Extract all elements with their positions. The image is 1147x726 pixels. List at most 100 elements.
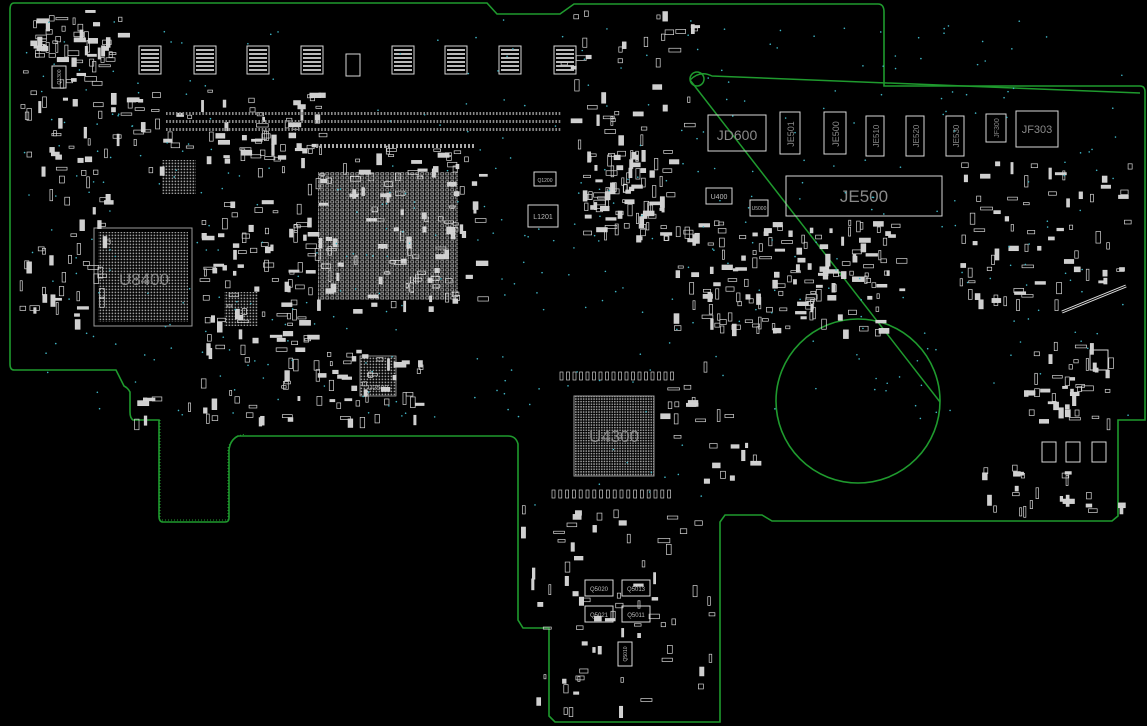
via — [238, 175, 241, 177]
smd-part — [133, 138, 137, 146]
pad-row — [228, 120, 231, 123]
smd-part — [1016, 299, 1020, 311]
smd-part — [407, 170, 420, 175]
smd-part — [532, 567, 536, 580]
smd-part — [604, 129, 616, 134]
pad-row — [430, 120, 432, 123]
pad-row — [416, 144, 418, 148]
via — [843, 27, 846, 30]
smd-part — [1069, 224, 1074, 230]
smd-part — [788, 230, 793, 237]
smd-part — [579, 668, 589, 674]
pad-row — [372, 144, 374, 148]
smd-part — [1085, 503, 1093, 508]
smd-part — [875, 306, 880, 312]
pad-row — [321, 112, 323, 115]
via — [1008, 245, 1010, 248]
smd-part — [629, 159, 634, 169]
smd-part — [1068, 364, 1073, 370]
smd-part — [821, 318, 827, 330]
smd-part — [159, 166, 165, 176]
pad-row — [352, 144, 354, 148]
smd-part — [582, 597, 591, 603]
pad-row — [376, 144, 378, 148]
smd-part — [563, 707, 568, 715]
smd-part — [553, 530, 565, 534]
smd-part — [663, 149, 673, 154]
via — [177, 409, 180, 412]
smd-part — [878, 328, 890, 334]
smd-part — [679, 528, 688, 534]
via — [188, 287, 191, 290]
pad-row — [532, 112, 534, 115]
smd-part — [317, 373, 327, 378]
smd-part — [631, 152, 637, 160]
pad-row — [222, 112, 224, 115]
via — [233, 389, 236, 391]
via — [507, 408, 509, 411]
via — [1095, 169, 1098, 172]
fet-q1300: Q1300 — [51, 65, 67, 89]
via — [218, 296, 221, 299]
pad-row — [238, 120, 241, 123]
smd-part — [474, 218, 487, 223]
smd-part — [1064, 376, 1070, 387]
smd-part — [429, 295, 433, 303]
smd-part — [213, 263, 225, 267]
via — [697, 170, 699, 173]
smd-part — [692, 300, 696, 310]
via — [1024, 263, 1027, 266]
smd-part — [597, 645, 602, 655]
via — [401, 230, 404, 233]
smd-part — [758, 243, 763, 252]
pad-row — [248, 120, 251, 123]
smd-part — [1092, 362, 1097, 372]
via — [648, 491, 651, 493]
pad-row — [172, 128, 175, 131]
smd-part — [343, 360, 352, 365]
smd-part — [316, 396, 323, 406]
smd-part — [745, 294, 751, 300]
smd-part — [707, 596, 711, 606]
pad-row — [208, 128, 211, 131]
smd-part — [961, 162, 969, 168]
via — [552, 239, 555, 242]
smd-part — [715, 288, 720, 300]
via — [722, 374, 724, 377]
smd-part — [1124, 219, 1132, 225]
via — [58, 144, 60, 147]
smd-part — [615, 602, 624, 609]
smd-part — [659, 207, 665, 211]
via — [236, 300, 238, 303]
pad-row — [261, 120, 264, 123]
smd-part — [587, 105, 598, 110]
smd-part — [787, 275, 792, 283]
smd-part — [393, 361, 407, 368]
via — [524, 234, 526, 237]
smd-part — [649, 170, 655, 178]
smd-part — [402, 392, 407, 405]
via — [784, 117, 787, 119]
smd-part — [76, 306, 89, 310]
via — [1027, 318, 1030, 320]
smd-part — [256, 123, 269, 128]
smd-part — [604, 229, 607, 241]
via — [1081, 268, 1083, 271]
smd-part — [1056, 227, 1064, 232]
pad-row — [420, 120, 422, 123]
connector-jf300: JF300 — [985, 113, 1007, 143]
smd-part — [215, 133, 226, 139]
smd-part — [68, 254, 72, 264]
smd-part — [148, 167, 154, 174]
smd-part — [366, 218, 377, 222]
via — [272, 78, 275, 80]
via — [1112, 177, 1114, 180]
smd-part — [584, 202, 589, 211]
via — [993, 382, 995, 384]
smd-part — [651, 597, 659, 601]
smd-part — [355, 158, 361, 163]
pad-row — [505, 112, 508, 115]
smd-part — [464, 156, 469, 163]
smd-part — [876, 226, 881, 233]
via — [457, 200, 459, 203]
